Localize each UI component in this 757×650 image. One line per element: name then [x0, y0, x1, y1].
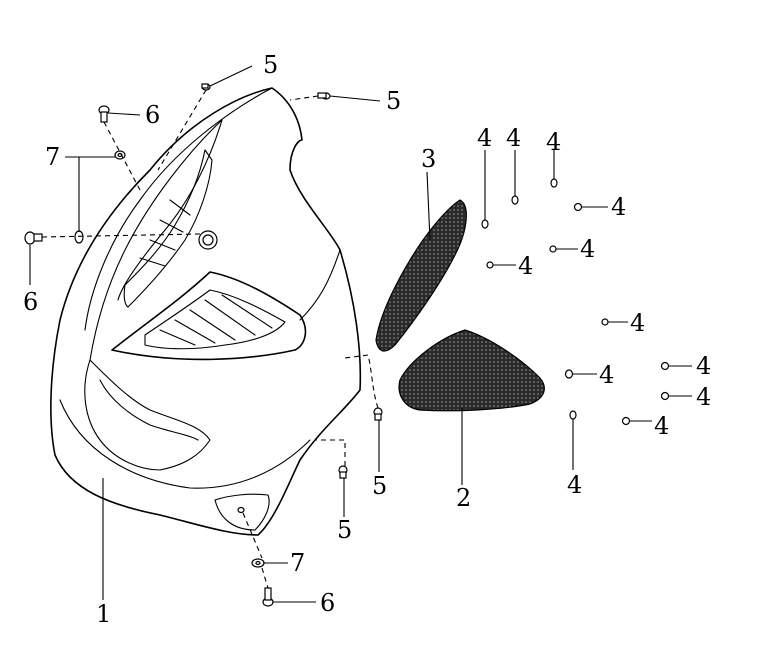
- label-nut-3: 4: [546, 128, 561, 156]
- fairing-hole: [237, 506, 245, 514]
- washer-bottom: [251, 558, 265, 568]
- nut-d: [573, 202, 583, 212]
- upper-mesh-grille: [375, 199, 467, 352]
- label-bolt-left: 6: [23, 288, 38, 316]
- label-screw-top-right: 5: [386, 87, 401, 115]
- nut-f: [486, 261, 494, 269]
- nut-k: [621, 416, 631, 426]
- part-labels: 5 5 6 7 6 1 3 2 5 5 7 6 4 4 4 4 4 4 4 4 …: [23, 51, 711, 628]
- label-nut-11: 4: [654, 412, 669, 440]
- screw-right-mid: [373, 407, 383, 421]
- label-nut-6: 4: [518, 252, 533, 280]
- label-washer-bottom: 7: [290, 549, 305, 577]
- nut-e: [549, 245, 557, 253]
- screw-top-right: [317, 92, 331, 100]
- nut-a: [481, 219, 489, 229]
- nut-l: [569, 410, 577, 420]
- fasteners: [24, 83, 670, 607]
- assembly-lines: [41, 89, 379, 589]
- label-mesh-lower: 2: [456, 484, 471, 512]
- label-screw-mid-right: 5: [372, 472, 387, 500]
- label-nut-2: 4: [506, 124, 521, 152]
- label-nut-4: 4: [611, 193, 626, 221]
- label-screw-top-left: 5: [263, 51, 278, 79]
- label-nut-9: 4: [696, 352, 711, 380]
- nut-c: [550, 178, 558, 188]
- label-screw-low-right: 5: [337, 516, 352, 544]
- label-fairing: 1: [96, 600, 111, 628]
- washer-mid: [74, 230, 84, 244]
- nut-j: [660, 391, 670, 401]
- label-nut-8: 4: [599, 361, 614, 389]
- screw-right-low: [338, 465, 348, 479]
- label-nut-1: 4: [477, 124, 492, 152]
- bolt-left: [24, 231, 43, 245]
- nut-g: [601, 318, 609, 326]
- nut-h: [564, 369, 574, 379]
- label-nut-5: 4: [580, 235, 595, 263]
- screw-top-left: [201, 83, 211, 91]
- label-bolt-top: 6: [145, 101, 160, 129]
- lower-mesh-grille: [398, 329, 545, 412]
- bolt-top: [98, 105, 110, 123]
- label-washer-top: 7: [45, 143, 60, 171]
- front-fairing-part: [50, 87, 362, 536]
- bolt-bottom: [262, 587, 274, 607]
- label-bolt-bottom: 6: [320, 589, 335, 617]
- nut-b: [511, 195, 519, 205]
- label-nut-10: 4: [696, 383, 711, 411]
- label-nut-7: 4: [630, 309, 645, 337]
- washer-grommet: [198, 230, 218, 250]
- label-nut-12: 4: [567, 471, 582, 499]
- leader-lines: [29, 65, 692, 603]
- nut-i: [660, 361, 670, 371]
- label-mesh-upper: 3: [421, 145, 436, 173]
